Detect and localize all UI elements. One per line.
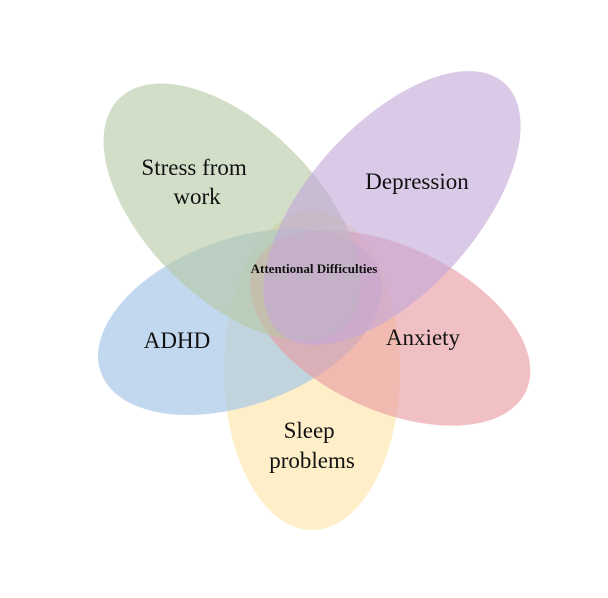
label-anxiety: Anxiety: [386, 325, 461, 350]
label-depression: Depression: [365, 169, 469, 194]
petal-depression: [263, 71, 521, 345]
label-sleep: Sleep problems: [269, 418, 355, 473]
label-stress: Stress from work: [141, 155, 252, 209]
center-label: Attentional Difficulties: [251, 261, 378, 276]
label-adhd: ADHD: [144, 328, 210, 353]
